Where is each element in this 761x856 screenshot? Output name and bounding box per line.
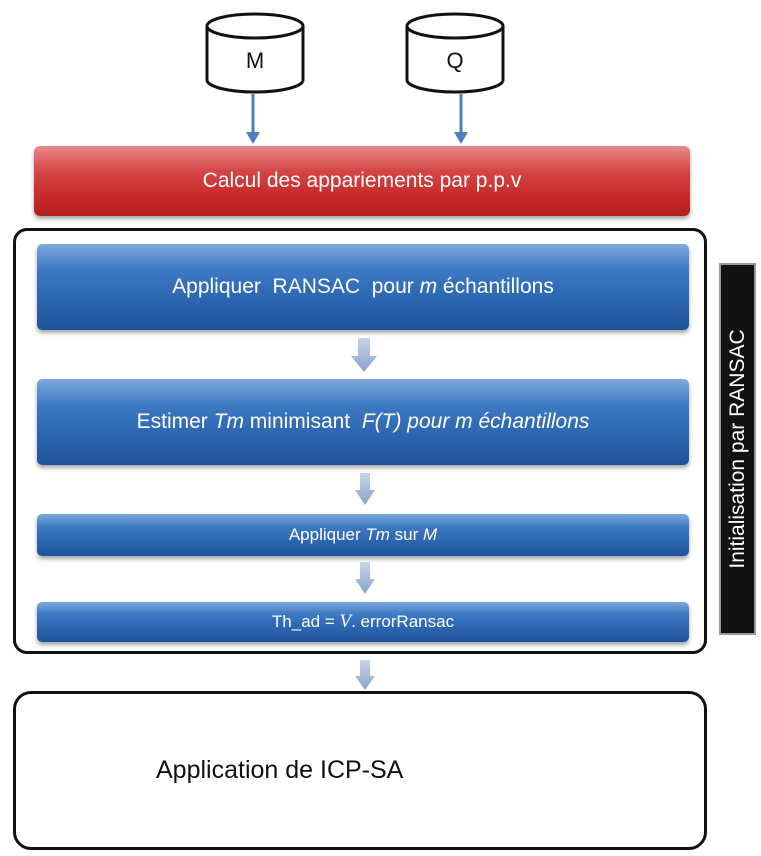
down-arrow-icon bbox=[355, 660, 375, 690]
step1-text-end: échantillons bbox=[437, 275, 554, 298]
step3-text-mid: sur bbox=[389, 525, 423, 544]
step2-text-mid: minimisant bbox=[243, 410, 362, 433]
matching-step: Calcul des appariements par p.p.v bbox=[34, 146, 690, 216]
down-arrow-icon bbox=[355, 562, 375, 594]
database-q-icon: Q bbox=[405, 12, 505, 94]
database-m-icon: M bbox=[205, 12, 305, 94]
step2-variable: Tm bbox=[213, 410, 244, 433]
down-arrow-icon bbox=[355, 473, 375, 505]
ransac-side-label-text: Initialisation par RANSAC bbox=[725, 329, 749, 569]
step4-variable: V bbox=[339, 611, 352, 632]
database-q-label: Q bbox=[446, 48, 464, 73]
arrow-m-icon bbox=[246, 94, 260, 144]
icp-sa-step: Application de ICP-SA bbox=[13, 691, 707, 850]
step1-text: Appliquer RANSAC pour bbox=[172, 275, 420, 298]
database-m-label: M bbox=[245, 48, 265, 73]
step2-text: Estimer bbox=[136, 410, 214, 433]
step3-variable-m: M bbox=[423, 525, 438, 544]
arrow-q-icon bbox=[454, 94, 468, 144]
down-arrow-icon bbox=[351, 338, 377, 372]
step2-formula: F(T) pour m échantillons bbox=[361, 410, 590, 433]
step-apply-tm: Appliquer Tm sur M bbox=[37, 514, 689, 556]
matching-step-label: Calcul des appariements par p.p.v bbox=[202, 169, 522, 192]
icp-sa-step-label: Application de ICP-SA bbox=[156, 756, 404, 784]
step3-variable: Tm bbox=[365, 525, 390, 544]
step4-text-end: . errorRansac bbox=[351, 612, 455, 631]
step3-text: Appliquer bbox=[288, 525, 366, 544]
step-apply-ransac: Appliquer RANSAC pour m échantillons bbox=[37, 244, 689, 330]
step-estimate-tm: Estimer Tm minimisant F(T) pour m échant… bbox=[37, 379, 689, 465]
ransac-side-label: Initialisation par RANSAC bbox=[719, 263, 756, 635]
step-threshold: Th_ad = V. errorRansac bbox=[37, 602, 689, 642]
ransac-initialization-frame bbox=[13, 228, 707, 654]
step4-text: Th_ad = bbox=[271, 612, 340, 631]
step1-variable: m bbox=[419, 275, 438, 298]
